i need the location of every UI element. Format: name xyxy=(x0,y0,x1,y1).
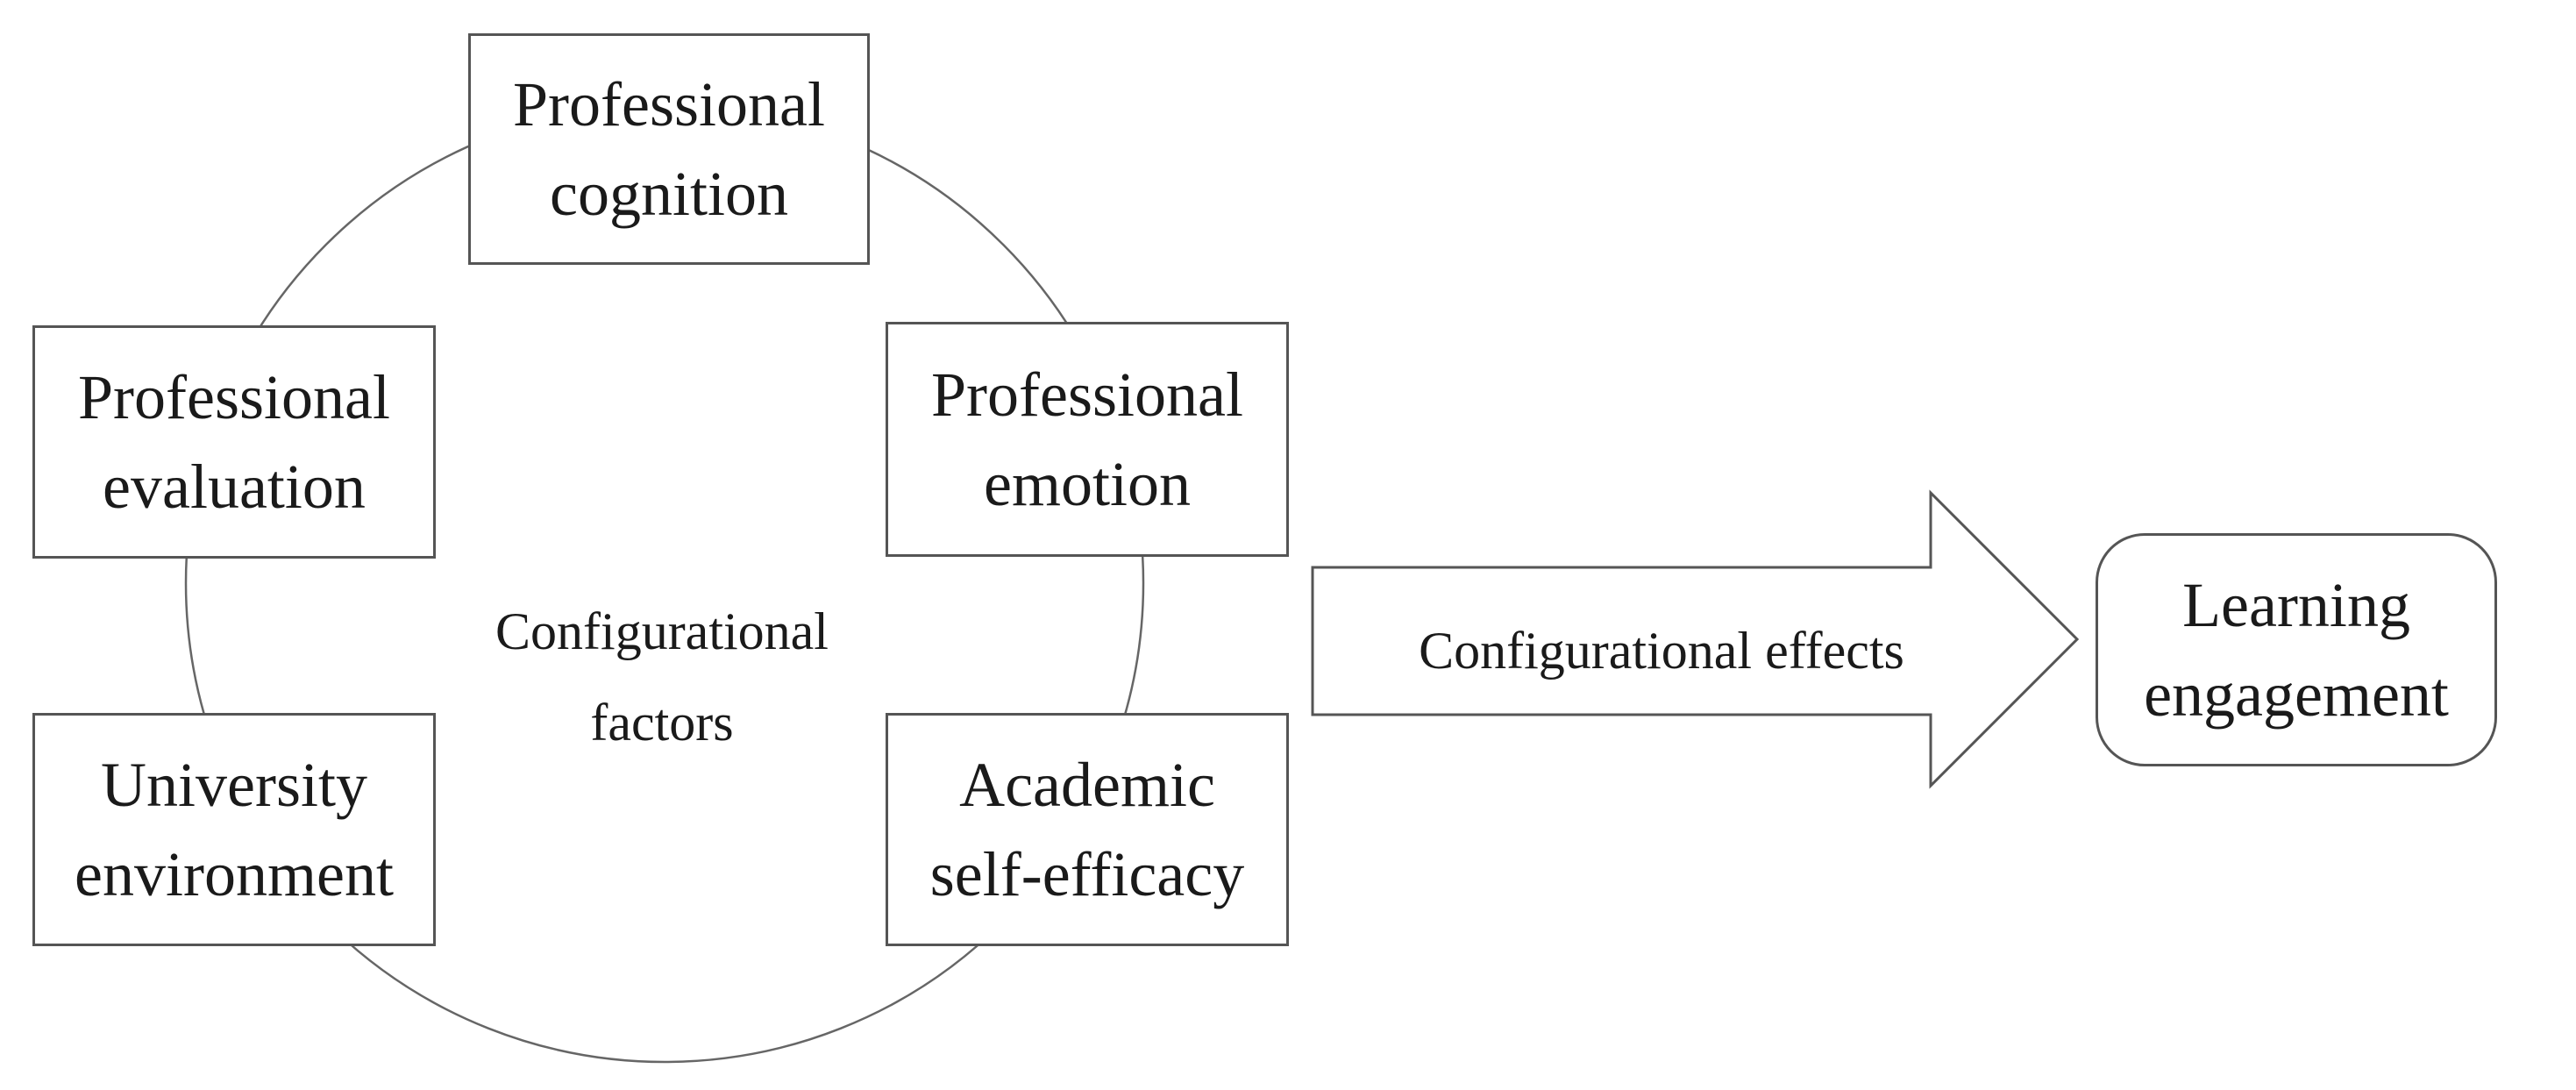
center-label-line: Configurational xyxy=(495,602,829,660)
factor-label-line: environment xyxy=(75,839,394,909)
factor-box-academic-self-efficacy: Academic self-efficacy xyxy=(886,713,1289,946)
center-label-configurational-factors: Configurational factors xyxy=(456,584,868,770)
factor-label-line: Professional xyxy=(513,69,825,139)
factor-label-line: self-efficacy xyxy=(929,839,1245,909)
arrow-label-text: Configurational effects xyxy=(1419,622,1904,680)
effect-arrow xyxy=(1311,489,2080,789)
factor-label-line: Professional xyxy=(78,362,390,432)
factor-box-professional-emotion: Professional emotion xyxy=(886,322,1289,557)
factor-label-line: Professional xyxy=(931,360,1243,430)
factor-label-line: evaluation xyxy=(103,452,366,522)
outcome-label-line: Learning xyxy=(2182,570,2410,640)
factor-label-line: emotion xyxy=(984,449,1191,519)
factor-box-professional-cognition: Professional cognition xyxy=(468,33,870,265)
factor-label-line: Academic xyxy=(959,750,1215,820)
factor-box-professional-evaluation: Professional evaluation xyxy=(32,325,436,559)
factor-box-university-environment: University environment xyxy=(32,713,436,946)
factor-label-line: cognition xyxy=(550,159,788,229)
outcome-label-line: engagement xyxy=(2144,659,2449,730)
outcome-box-learning-engagement: Learning engagement xyxy=(2096,533,2497,766)
arrow-label-configurational-effects: Configurational effects xyxy=(1341,605,1982,696)
factor-label-line: University xyxy=(101,750,367,820)
center-label-line: factors xyxy=(590,694,734,752)
